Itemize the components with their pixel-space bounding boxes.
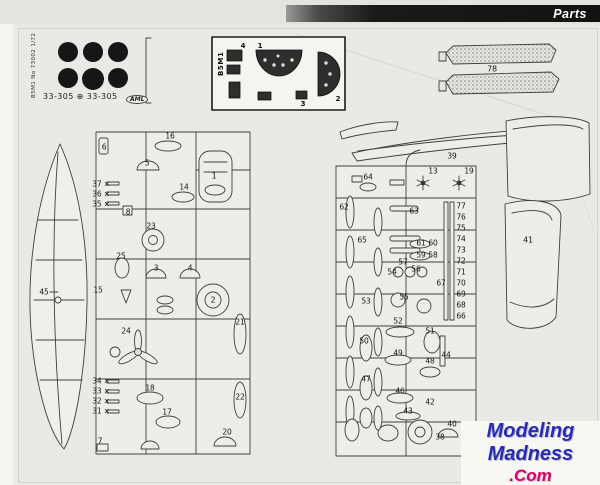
wing-part-number-label: 41 bbox=[523, 235, 533, 245]
page-edge bbox=[18, 28, 598, 483]
left-margin bbox=[0, 24, 13, 485]
parts-header-bar: Parts bbox=[286, 5, 600, 22]
strip-part-number-label: 78 bbox=[487, 64, 497, 74]
watermark-line2: Madness bbox=[487, 443, 574, 465]
watermark-line3: .Com bbox=[509, 466, 552, 485]
etch-panel-title: B5M1 bbox=[217, 51, 225, 76]
decal-code-text: 33-305 ⊕ 33-305 bbox=[43, 92, 118, 101]
aml-brand-logo: AML bbox=[126, 95, 149, 104]
modelingmadness-watermark: Modeling Madness .Com bbox=[461, 420, 600, 485]
parts-header-label: Parts bbox=[553, 6, 587, 21]
decal-side-text: B5M1 No 73002 1/72 bbox=[31, 32, 37, 98]
watermark-line1: Modeling bbox=[486, 420, 575, 442]
